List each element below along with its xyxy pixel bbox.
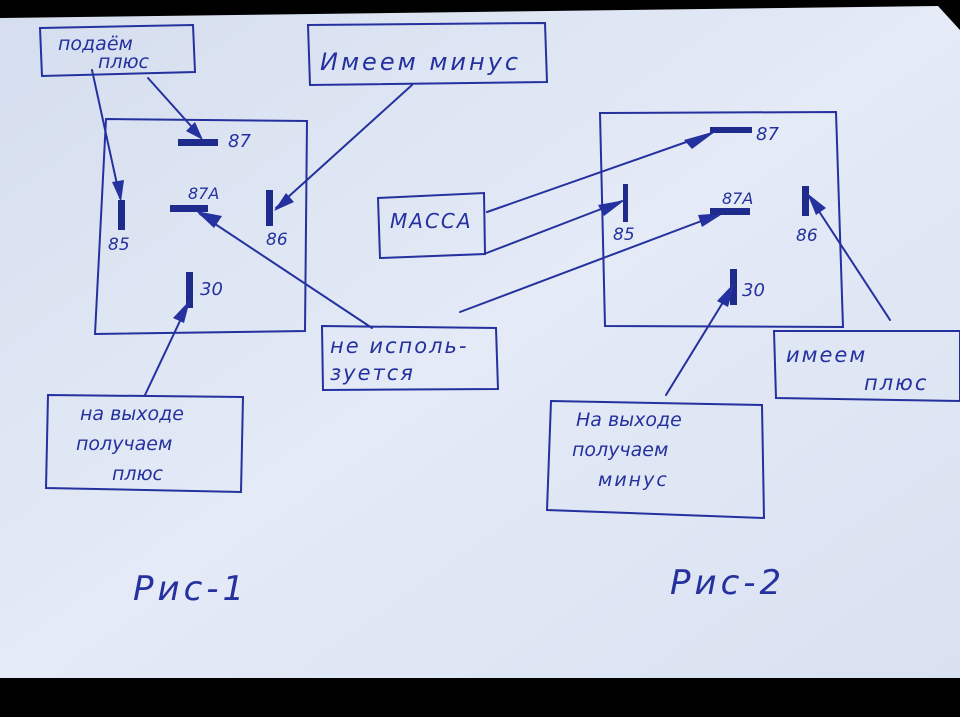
relay-1-pin-87a [170,205,208,212]
fig2-arrowhead-86 [807,193,826,215]
fig2-have-plus-box [772,330,960,403]
relay-1-pin-30 [186,272,193,308]
relay-2-pin-85 [623,184,628,222]
relay-1-body [93,117,309,336]
fig1-arrow-to-86 [275,84,413,209]
relay-1-pin-87a-label: 87А [188,184,219,203]
fig2-ground-label: МАССА [390,209,473,233]
relay-2-pin-87-label: 87 [756,124,779,145]
unused-note: не исполь- зуется [196,211,724,392]
relay-2-pin-85-label: 85 [613,225,635,245]
unused-note-line2: зуется [330,361,415,385]
fig2-arrow-to-87 [486,132,713,213]
unused-arrow-to-fig2-87a [459,213,721,313]
fig2-output-line3: минус [598,469,669,491]
fig1-arrowhead-30 [173,300,190,323]
fig2-arrowhead-85 [598,200,625,216]
unused-arrow-to-fig1-87a [199,213,373,329]
fig1-feed-plus-box [38,23,197,78]
relay-2-pin-30-label: 30 [742,280,765,301]
fig2-caption: Рис-2 [670,563,785,603]
fig1-feed-plus-line1: подаём [58,33,133,55]
figure-1: 87 87А 85 86 30 подаём плюс Имеем минус … [38,21,549,609]
fig1-caption: Рис-1 [133,569,248,609]
fig2-output-line1: На выходе [576,409,682,431]
fig1-arrowhead-85 [112,180,124,202]
fig1-arrowhead-86 [274,193,294,211]
fig2-have-plus-line2: плюс [864,371,928,395]
fig2-output-line2: получаем [572,439,668,461]
relay-1-pin-30-label: 30 [200,279,223,300]
paper-sheet [0,6,960,678]
relay-2-pin-86 [802,186,809,216]
fig1-arrowhead-87 [186,122,203,140]
relay-1-pin-87-label: 87 [228,131,251,152]
relay-2-pin-87a [710,208,750,215]
relay-2-pin-87 [710,127,752,133]
fig2-arrow-to-30 [665,285,734,396]
fig1-output-line3: плюс [112,463,164,485]
fig2-arrowhead-30 [717,282,735,307]
relay-2-pin-87a-label: 87А [722,189,753,208]
fig1-output-line1: на выходе [80,403,184,425]
fig2-output-box [545,399,766,520]
fig2-have-plus-line1: имеем [786,343,867,367]
fig1-output-line2: получаем [76,433,172,455]
relay-1-pin-86-label: 86 [266,230,288,250]
unused-arrowhead-fig2 [698,213,724,227]
relay-2-pin-86-label: 86 [796,226,818,246]
relay-2-body [598,110,845,329]
fig1-arrow-to-85 [91,69,121,199]
fig1-output-box [44,393,245,494]
unused-note-line1: не исполь- [330,334,468,358]
fig1-feed-plus-line2: плюс [98,51,150,73]
fig1-have-minus-label: Имеем минус [320,48,521,76]
unused-arrowhead-fig1 [196,211,222,228]
fig2-arrowhead-87 [684,131,716,149]
relay-1-pin-85 [118,200,125,230]
relay-1-pin-85-label: 85 [108,235,130,255]
fig2-arrow-to-85 [483,200,623,255]
relay-1-pin-87 [178,139,218,146]
relay-1-pin-86 [266,190,273,226]
fig2-arrow-to-86 [808,195,891,321]
fig1-have-minus-box [306,21,549,87]
figure-2: 87 87А 85 86 30 МАССА имеем плюс На выхо… [376,110,960,603]
unused-note-box [320,324,500,392]
